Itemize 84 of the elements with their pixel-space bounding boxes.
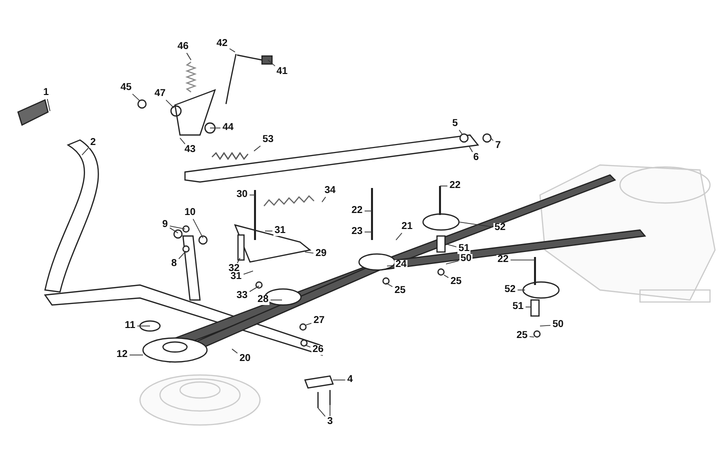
callout-number: 20	[238, 354, 252, 364]
leader-line	[82, 148, 89, 156]
callout-number: 7	[494, 141, 502, 151]
callout-number: 28	[256, 295, 270, 305]
callout-number: 51	[457, 244, 471, 254]
callout-number: 3	[326, 417, 334, 427]
leader-line	[180, 138, 186, 144]
callout-number: 50	[551, 320, 565, 330]
leader-line	[169, 226, 186, 230]
leader-line	[249, 194, 256, 196]
leader-line	[386, 282, 393, 288]
callout-number: 24	[394, 260, 408, 270]
callout-number: 51	[511, 302, 525, 312]
leader-line	[396, 232, 402, 240]
leader-line	[446, 244, 457, 248]
leader-line	[243, 270, 254, 275]
callout-number: 44	[221, 123, 235, 133]
callout-number: 43	[183, 145, 197, 155]
leader-line	[132, 94, 140, 102]
callout-number: 27	[312, 316, 326, 326]
leader-line	[129, 354, 144, 356]
callout-number: 33	[235, 291, 249, 301]
leader-line	[186, 52, 192, 60]
callout-number: 50	[459, 254, 473, 264]
callout-number: 21	[400, 222, 414, 232]
callout-number: 22	[350, 206, 364, 216]
leader-line	[529, 336, 534, 338]
callout-number: 34	[323, 186, 337, 196]
leader-line	[490, 136, 494, 141]
leader-line	[178, 250, 186, 260]
callout-number: 52	[503, 285, 517, 295]
leader-line	[322, 196, 326, 202]
leader-line	[540, 325, 551, 326]
callout-number: 42	[215, 39, 229, 49]
callout-number: 31	[273, 226, 287, 236]
callout-number: 25	[449, 277, 463, 287]
leader-line	[304, 344, 311, 348]
leader-line	[232, 348, 238, 354]
leader-line	[46, 98, 50, 112]
leader-line	[249, 286, 260, 292]
callout-number: 9	[161, 220, 169, 230]
leader-line	[169, 228, 178, 234]
leader-line	[229, 48, 236, 52]
callout-number: 5	[451, 119, 459, 129]
leader-line	[525, 306, 532, 308]
leader-line	[318, 408, 326, 417]
callout-number: 25	[393, 286, 407, 296]
callout-number: 23	[350, 227, 364, 237]
leader-line	[166, 100, 174, 108]
leader-line	[444, 274, 449, 278]
leader-line	[236, 258, 240, 264]
leader-line	[254, 146, 261, 152]
leader-line	[458, 222, 493, 228]
callout-number: 29	[314, 249, 328, 259]
callout-number: 25	[515, 331, 529, 341]
leader-line	[304, 252, 314, 254]
callout-number: 30	[235, 190, 249, 200]
callout-number: 11	[124, 321, 136, 331]
callout-number: 8	[170, 259, 178, 269]
callout-number: 4	[346, 375, 354, 385]
callout-number: 6	[472, 153, 480, 163]
leader-line	[446, 260, 459, 264]
callout-number: 52	[493, 223, 507, 233]
callout-number: 10	[183, 208, 197, 218]
leader-line	[192, 218, 204, 238]
leader-line	[468, 146, 473, 152]
callout-number: 22	[496, 255, 510, 265]
callout-number: 12	[115, 350, 129, 360]
callout-number: 53	[261, 135, 275, 145]
callout-number: 47	[153, 89, 167, 99]
callout-number: 31	[229, 272, 243, 282]
leader-line	[268, 60, 276, 66]
callout-number: 46	[176, 42, 190, 52]
leader-line	[458, 130, 462, 134]
callout-number: 22	[448, 181, 462, 191]
callout-number: 2	[89, 138, 97, 148]
callout-number: 1	[42, 88, 50, 98]
leader-line	[264, 230, 273, 232]
leader-line	[364, 210, 372, 212]
callout-number: 26	[311, 345, 325, 355]
leader-line	[386, 265, 394, 266]
leader-line	[306, 322, 312, 326]
callout-number: 45	[119, 83, 133, 93]
callout-number: 41	[275, 67, 289, 77]
